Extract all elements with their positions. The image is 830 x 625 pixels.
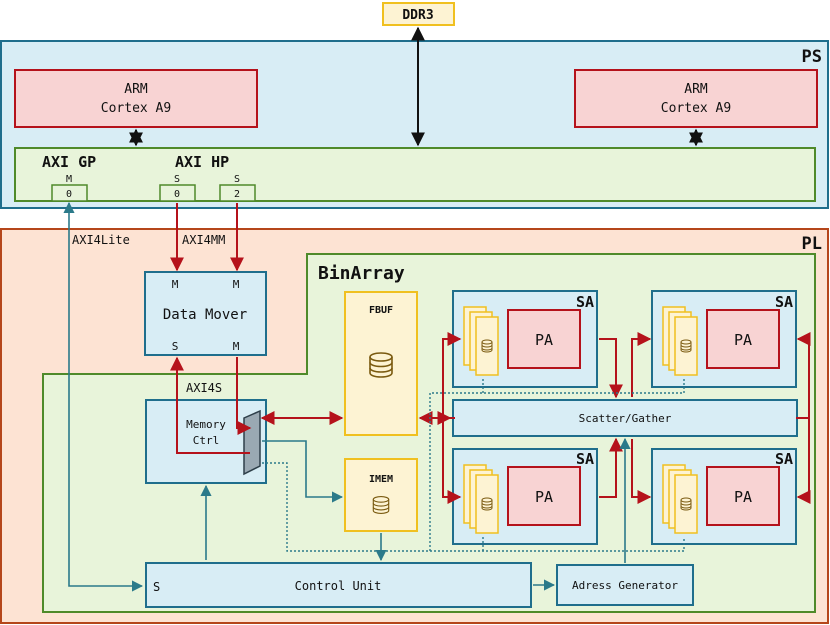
data-path-arrows (170, 203, 811, 504)
axi-gp-label: AXI GP (42, 153, 96, 171)
port-s2-num: 2 (234, 189, 240, 200)
address-generator-label: Adress Generator (572, 579, 678, 592)
data-mover-m3: M (233, 340, 240, 353)
pa-label-1: PA (535, 331, 553, 349)
sa-label-1: SA (576, 293, 594, 311)
data-mover-box (144, 271, 267, 356)
pl-label: PL (802, 234, 822, 254)
memory-ctrl-line1: Memory (186, 418, 226, 431)
port-m0 (51, 184, 88, 202)
axi-interconnect (14, 147, 816, 202)
control-unit-box (145, 562, 532, 608)
sa-label-4: SA (775, 450, 793, 468)
imem-label: IMEM (369, 474, 393, 485)
arm-right-line1: ARM (684, 82, 708, 97)
arm-core-left (14, 69, 258, 128)
binarray-label: BinArray (318, 263, 405, 284)
dotted-control-lines (262, 377, 685, 552)
fbuf-label: FBUF (369, 305, 393, 316)
arm-core-right (574, 69, 818, 128)
port-s2-role: S (234, 174, 240, 185)
port-m0-role: M (66, 174, 72, 185)
data-mover-m1: M (172, 278, 179, 291)
sa-unit-1 (452, 290, 598, 388)
sa-unit-2 (651, 290, 797, 388)
data-mover-title: Data Mover (163, 307, 247, 323)
data-mover-s: S (172, 340, 179, 353)
data-mover-m2: M (233, 278, 240, 291)
ddr3-label: DDR3 (402, 8, 433, 23)
imem-box (344, 458, 418, 532)
pa-label-2: PA (734, 331, 752, 349)
axi4lite-label: AXI4Lite (72, 233, 130, 247)
sa-label-3: SA (576, 450, 594, 468)
address-generator-box (556, 564, 694, 606)
control-unit-label: Control Unit (295, 579, 382, 593)
control-unit-s: S (153, 580, 160, 594)
axi-hp-label: AXI HP (175, 153, 229, 171)
binarray-region (42, 253, 816, 613)
arm-left-line1: ARM (124, 82, 148, 97)
axi4mm-label: AXI4MM (182, 233, 225, 247)
port-s2 (219, 184, 256, 202)
mux-icon (243, 409, 261, 476)
arm-right-line2: Cortex A9 (661, 101, 731, 116)
scatter-gather-label: Scatter/Gather (579, 412, 672, 425)
sa-unit-4 (651, 448, 797, 545)
port-s0-role: S (174, 174, 180, 185)
memory-ctrl-line2: Ctrl (193, 434, 220, 447)
sa-label-2: SA (775, 293, 793, 311)
ddr3-box (382, 2, 455, 26)
port-s0 (159, 184, 196, 202)
pa-label-4: PA (734, 488, 752, 506)
axi4s-label: AXI4S (186, 381, 222, 395)
port-s0-num: 0 (174, 189, 180, 200)
arm-left-line2: Cortex A9 (101, 101, 171, 116)
control-path-arrows (63, 201, 631, 592)
port-m0-num: 0 (66, 189, 72, 200)
fbuf-box (344, 291, 418, 436)
sa-unit-3 (452, 448, 598, 545)
ps-label: PS (802, 47, 822, 67)
pa-label-3: PA (535, 488, 553, 506)
